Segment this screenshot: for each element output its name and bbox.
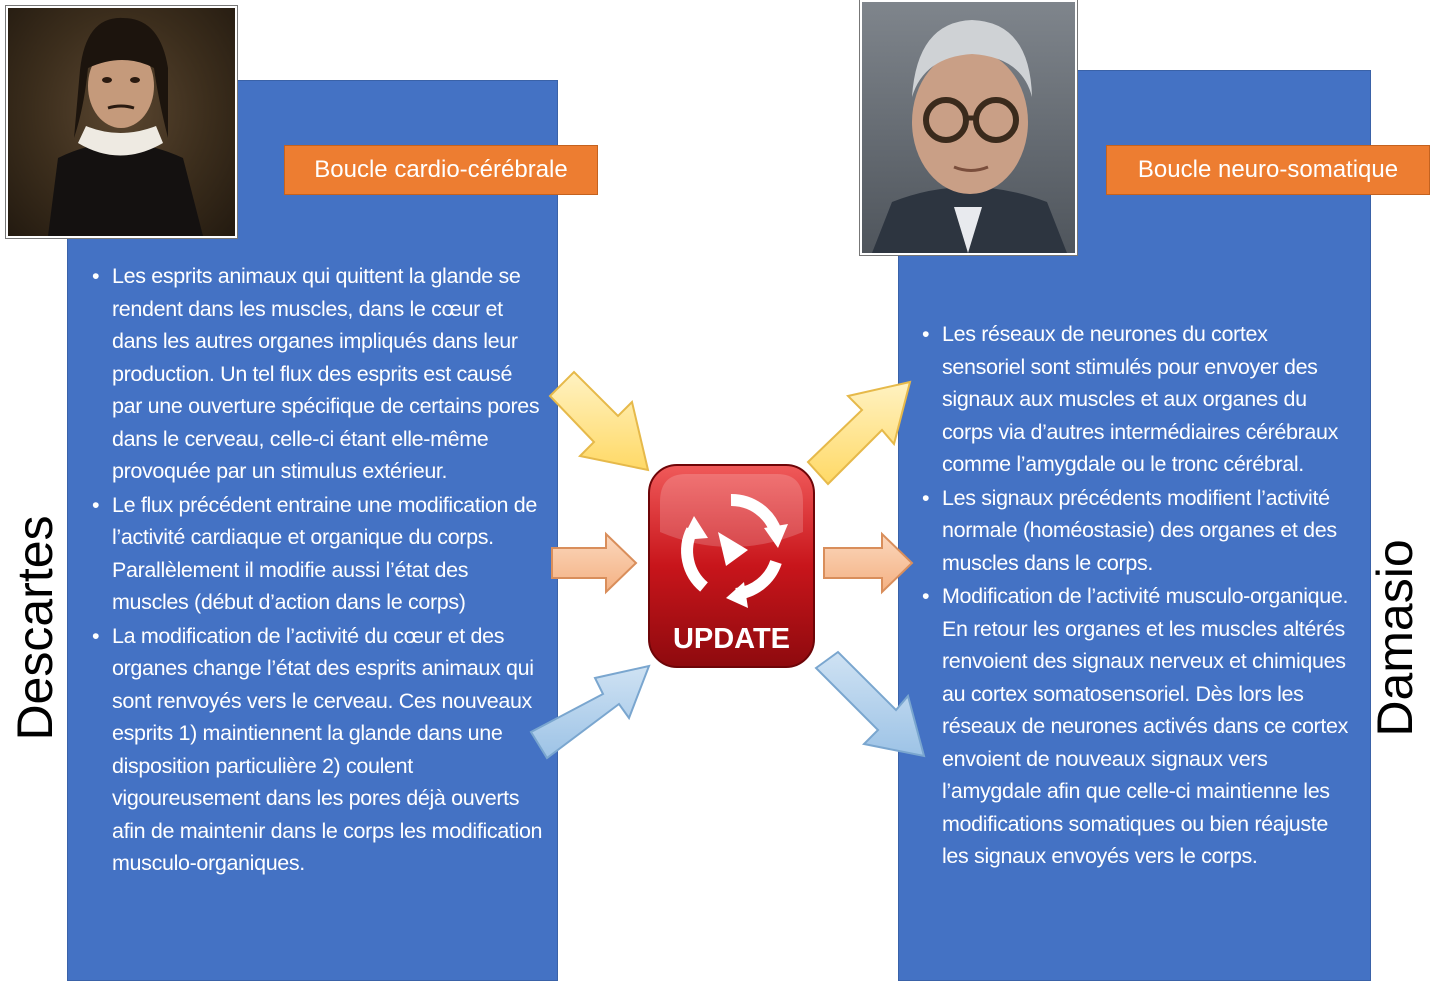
- update-label: UPDATE: [673, 623, 790, 655]
- blue-arrow-out-icon: [814, 650, 926, 758]
- yellow-arrow-out-icon: [806, 380, 912, 486]
- orange-arrow-out-icon: [823, 531, 914, 595]
- descartes-bullet-1: Les esprits animaux qui quittent la glan…: [90, 260, 544, 488]
- blue-arrow-in-icon: [529, 664, 651, 760]
- damasio-side-label: Damasio: [1367, 539, 1423, 737]
- damasio-bullet-3: Modification de l’activité musculo-organ…: [920, 580, 1352, 873]
- descartes-bullet-3: La modification de l’activité du cœur et…: [90, 620, 544, 880]
- descartes-portrait: [6, 6, 237, 238]
- damasio-portrait: [860, 0, 1077, 255]
- damasio-bullet-2: Les signaux précédents modifient l’activ…: [920, 482, 1352, 580]
- damasio-loop-tag: Boucle neuro-somatique: [1106, 145, 1430, 195]
- descartes-bullet-2: Le flux précédent entraine une modificat…: [90, 489, 544, 619]
- orange-arrow-in-icon: [551, 531, 638, 595]
- descartes-side-label: Descartes: [7, 515, 63, 741]
- descartes-bullet-list: Les esprits animaux qui quittent la glan…: [90, 260, 544, 881]
- damasio-bullet-list: Les réseaux de neurones du cortex sensor…: [920, 318, 1352, 874]
- descartes-loop-tag: Boucle cardio-cérébrale: [284, 145, 598, 195]
- refresh-arrows-icon: [681, 493, 788, 608]
- update-button-icon: UPDATE: [648, 464, 815, 668]
- damasio-bullet-1: Les réseaux de neurones du cortex sensor…: [920, 318, 1352, 481]
- yellow-arrow-in-icon: [548, 370, 650, 472]
